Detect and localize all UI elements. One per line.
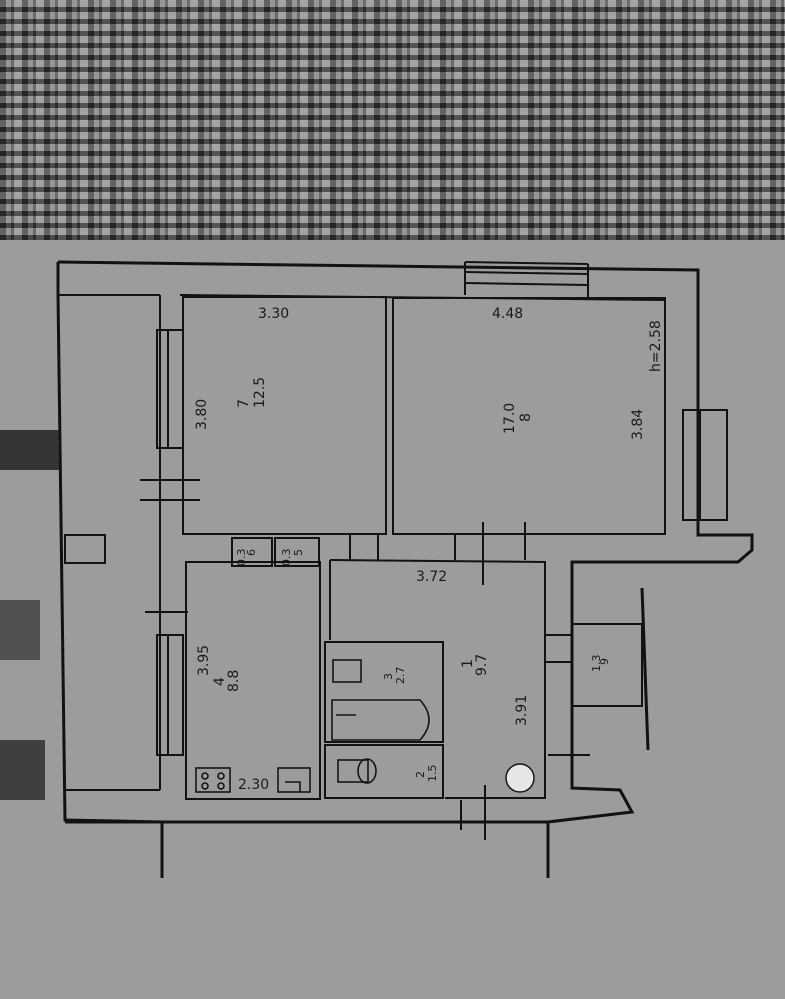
right-window <box>682 409 728 521</box>
room-9-area: 1.3 <box>590 655 603 673</box>
room-8-area: 17.0 <box>502 403 518 434</box>
room-7-area: 12.5 <box>252 377 268 408</box>
stove-icon <box>195 767 231 793</box>
room-3-area: 2.7 <box>394 667 407 685</box>
room-2-outline <box>324 744 444 799</box>
room-3-outline <box>324 641 444 743</box>
room-2-area: 1.5 <box>426 765 439 783</box>
room-8-number: 8 <box>518 413 534 422</box>
room-7-width: 3.30 <box>258 306 289 322</box>
room-1-width: 3.72 <box>416 569 447 585</box>
bathtub-icon <box>331 699 430 741</box>
room-2-number: 2 <box>414 771 427 778</box>
kitchen-sink-icon <box>277 767 311 793</box>
room-8-width: 4.48 <box>492 306 523 322</box>
closet-5-outline <box>274 537 320 567</box>
toilet-icon <box>337 758 377 784</box>
closet-5-area: 0.3 <box>280 549 293 567</box>
room-9-number: 9 <box>598 658 611 665</box>
room-4-length: 3.95 <box>196 645 212 676</box>
room-4-outline <box>185 561 321 800</box>
riser-icon <box>505 763 535 793</box>
left-windows <box>156 329 184 756</box>
closet-6-number: 6 <box>245 549 258 556</box>
room-4-area: 8.8 <box>226 670 242 692</box>
room-7-number: 7 <box>236 399 252 408</box>
door-marks <box>64 479 590 840</box>
room-1-length: 3.91 <box>514 695 530 726</box>
closet-6-area: 0.3 <box>235 549 248 567</box>
scan-smudge-left <box>0 430 60 470</box>
sink-icon <box>332 659 362 683</box>
top-window <box>464 261 589 297</box>
room-8-outline <box>392 297 666 535</box>
room-9-outline <box>572 623 643 707</box>
room-7-length: 3.80 <box>194 399 210 430</box>
room-1-number: 1 <box>460 659 476 668</box>
room-8-length: 3.84 <box>630 409 646 440</box>
scan-smudge-left-2 <box>0 600 40 660</box>
room-1-outline <box>329 559 546 799</box>
closet-5-number: 5 <box>292 549 305 556</box>
closet-6-outline <box>231 537 273 567</box>
room-7-outline <box>182 296 387 535</box>
scan-smudge-left-3 <box>0 740 45 800</box>
height-note: h=2.58 <box>648 320 664 372</box>
scan-noise-overlay <box>0 0 785 240</box>
room-1-area: 9.7 <box>474 654 490 676</box>
room-3-number: 3 <box>382 673 395 680</box>
room-4-width: 2.30 <box>238 777 269 793</box>
room-4-number: 4 <box>212 677 228 686</box>
